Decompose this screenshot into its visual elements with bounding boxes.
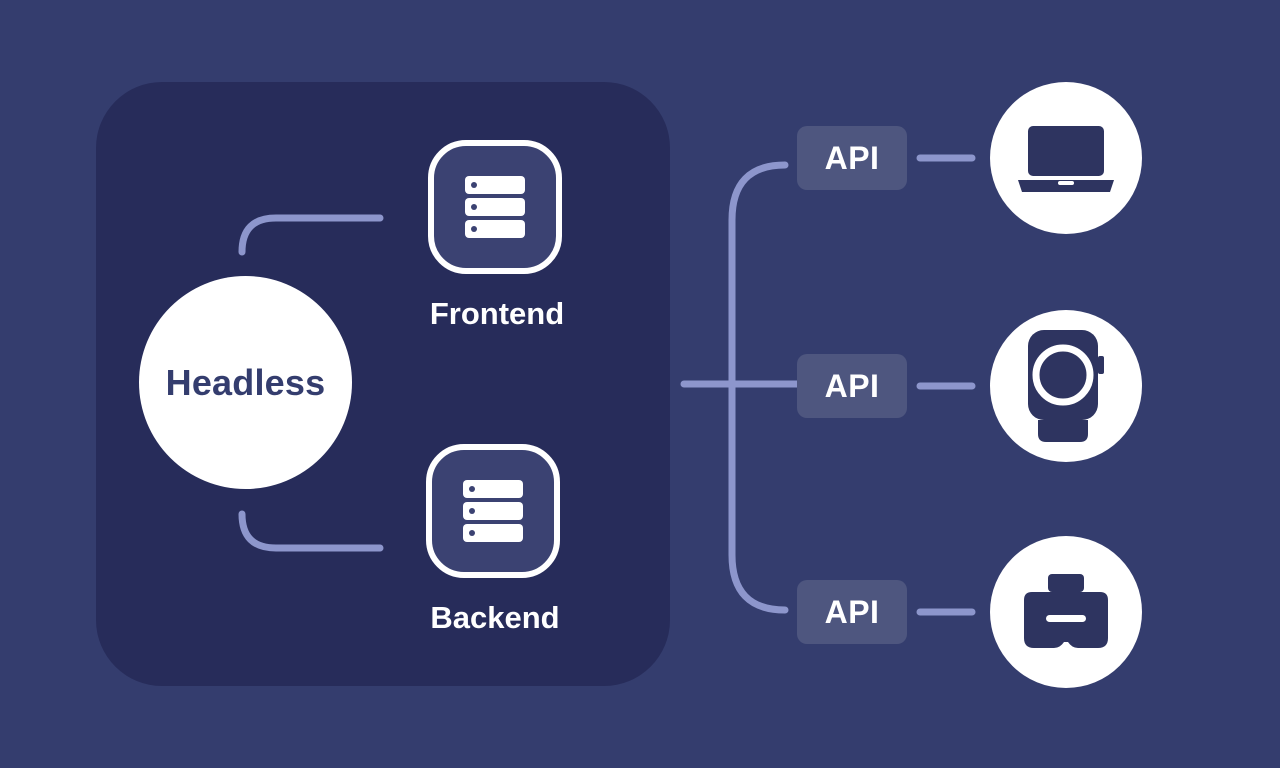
connector-headless-frontend [238,214,384,256]
vr-headset-device-node [990,536,1142,688]
laptop-icon [1018,126,1114,192]
api-badge-laptop: API [797,126,907,190]
headless-node: Headless [139,276,352,489]
server-stack-icon [463,480,523,542]
api-badge-watch: API [797,354,907,418]
laptop-device-node [990,82,1142,234]
backend-label: Backend [430,600,560,635]
frontend-node [428,140,562,274]
smartwatch-device-node [990,310,1142,462]
server-stack-icon [465,176,525,238]
api-badge-headset: API [797,580,907,644]
api-label: API [824,593,880,630]
backend-node [426,444,560,578]
frontend-label: Frontend [429,296,565,331]
connector-headless-backend [238,510,384,552]
api-label: API [824,367,880,404]
vr-headset-icon [1024,574,1108,648]
smartwatch-icon [1028,330,1104,442]
headless-label: Headless [165,361,326,403]
api-label: API [824,139,880,176]
connector-api-bracket [728,161,789,614]
